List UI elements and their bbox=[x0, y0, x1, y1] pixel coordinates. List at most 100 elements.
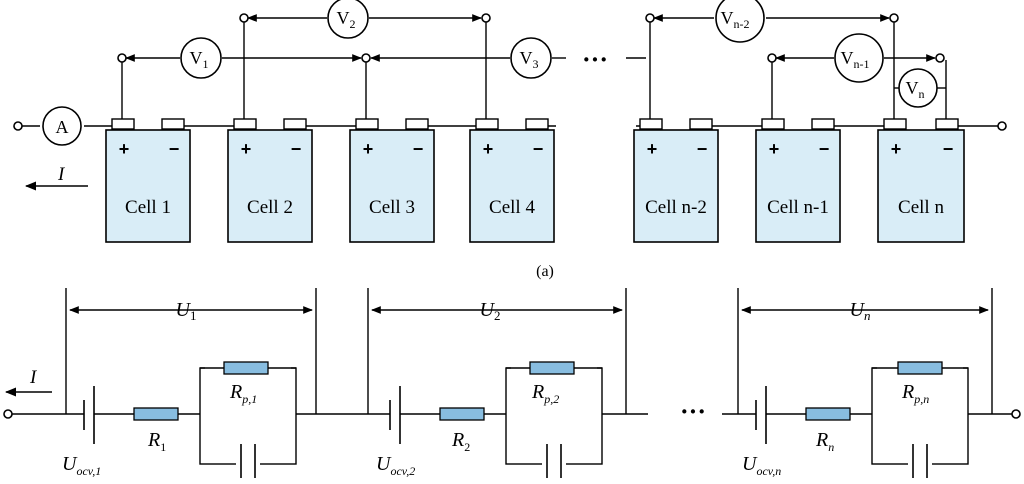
input-terminal bbox=[13, 121, 23, 131]
rpn-symbol: R bbox=[901, 381, 914, 403]
plus-sign: + bbox=[647, 139, 658, 159]
plus-sign: + bbox=[769, 139, 780, 159]
plus-sign: + bbox=[119, 139, 130, 159]
resistor-r2 bbox=[439, 407, 485, 421]
rn-subscript: n bbox=[828, 440, 834, 454]
minus-sign: − bbox=[533, 139, 544, 159]
cell-n: + − Cell n bbox=[877, 118, 965, 243]
voltmeter-vn: Vn bbox=[894, 68, 946, 108]
figure-caption: (a) bbox=[536, 263, 554, 280]
cell-label: Cell n bbox=[898, 197, 944, 218]
svg-text:Un: Un bbox=[850, 299, 871, 323]
plus-sign: + bbox=[241, 139, 252, 159]
svg-text:R2: R2 bbox=[451, 429, 470, 454]
cell-n-2: + − Cell n-2 bbox=[633, 118, 719, 243]
ellipsis-bottom: ··· bbox=[680, 397, 706, 426]
minus-sign: − bbox=[819, 139, 830, 159]
plus-sign: + bbox=[363, 139, 374, 159]
rn-symbol: R bbox=[815, 429, 828, 451]
vn-2-subscript: n-2 bbox=[734, 17, 750, 31]
r1-subscript: 1 bbox=[160, 440, 166, 454]
resistor-rp2 bbox=[529, 361, 575, 375]
svg-text:Rp,2: Rp,2 bbox=[531, 381, 559, 406]
uocvn-symbol: U bbox=[742, 453, 758, 475]
probe-terminal bbox=[767, 53, 777, 63]
svg-text:V1: V1 bbox=[190, 48, 209, 71]
v2-subscript: 2 bbox=[350, 17, 356, 31]
current-label-bottom: I bbox=[29, 367, 38, 388]
svg-text:Uocv,2: Uocv,2 bbox=[376, 453, 415, 478]
resistor-r1 bbox=[133, 407, 179, 421]
cell-n-1: + − Cell n-1 bbox=[755, 118, 841, 243]
cell-label: Cell n-1 bbox=[767, 197, 829, 218]
current-arrow-top: I bbox=[24, 164, 88, 191]
minus-sign: − bbox=[291, 139, 302, 159]
minus-sign: − bbox=[169, 139, 180, 159]
voltmeter-vn-2: Vn-2 bbox=[653, 0, 890, 43]
probe-terminal bbox=[117, 53, 127, 63]
probe-terminal bbox=[361, 53, 371, 63]
vn-subscript: n bbox=[919, 87, 925, 101]
rp2-subscript: p,2 bbox=[543, 392, 559, 406]
output-terminal bbox=[1011, 409, 1021, 419]
probe-terminal bbox=[481, 13, 491, 23]
un-subscript: n bbox=[864, 308, 871, 323]
cell-1: + − Cell 1 bbox=[105, 118, 191, 243]
uocv2-subscript: ocv,2 bbox=[390, 464, 415, 478]
svg-text:Vn-2: Vn-2 bbox=[721, 8, 750, 31]
minus-sign: − bbox=[697, 139, 708, 159]
v2-symbol: V bbox=[337, 8, 350, 28]
v3-subscript: 3 bbox=[533, 57, 539, 71]
svg-text:Vn-1: Vn-1 bbox=[841, 48, 870, 71]
stage-1: U1 Uocv,1 R1 Rp,1 bbox=[62, 288, 390, 478]
svg-text:R1: R1 bbox=[147, 429, 166, 454]
vn-1-subscript: n-1 bbox=[854, 57, 870, 71]
svg-text:Uocv,1: Uocv,1 bbox=[62, 453, 101, 478]
voltmeter-v1: V1 bbox=[125, 37, 362, 79]
plus-sign: + bbox=[483, 139, 494, 159]
probe-terminal bbox=[935, 53, 945, 63]
svg-text:Vn: Vn bbox=[906, 78, 925, 101]
bottom-circuit: I ··· U1 Uocv,1 R1 Rp,1 bbox=[3, 288, 1021, 478]
ammeter-label: A bbox=[56, 117, 69, 137]
r2-symbol: R bbox=[451, 429, 464, 451]
probe-terminal bbox=[645, 13, 655, 23]
voltmeter-v2: V2 bbox=[247, 0, 482, 39]
uocv1-subscript: ocv,1 bbox=[76, 464, 101, 478]
svg-text:V3: V3 bbox=[520, 48, 539, 71]
v1-symbol: V bbox=[190, 48, 203, 68]
cell-4: + − Cell 4 bbox=[469, 118, 555, 243]
svg-text:Uocv,n: Uocv,n bbox=[742, 453, 781, 478]
vn-symbol: V bbox=[906, 78, 919, 98]
current-arrow-bottom: I bbox=[4, 367, 52, 397]
cell-label: Cell 1 bbox=[125, 197, 171, 218]
probe-terminal bbox=[889, 13, 899, 23]
stage-n: Un Uocv,n Rn Rp,n bbox=[722, 288, 1021, 478]
cell-2: + − Cell 2 bbox=[227, 118, 313, 243]
stage-2: U2 Uocv,2 R2 Rp,2 bbox=[367, 288, 648, 478]
uocv2-symbol: U bbox=[376, 453, 392, 475]
u2-subscript: 2 bbox=[494, 308, 501, 323]
cell-label: Cell 4 bbox=[489, 197, 535, 218]
rp1-symbol: R bbox=[229, 381, 242, 403]
uocv1-symbol: U bbox=[62, 453, 78, 475]
rp2-symbol: R bbox=[531, 381, 544, 403]
r1-symbol: R bbox=[147, 429, 160, 451]
rpn-subscript: p,n bbox=[913, 392, 929, 406]
cell-label: Cell 2 bbox=[247, 197, 293, 218]
top-circuit: A I + − Cell 1 + − Cell 2 + bbox=[13, 0, 1007, 280]
cell-label: Cell n-2 bbox=[645, 197, 707, 218]
un-symbol: U bbox=[850, 299, 866, 321]
v1-subscript: 1 bbox=[203, 57, 209, 71]
voltmeter-v3: V3 bbox=[370, 37, 646, 79]
cell-3: + − Cell 3 bbox=[349, 118, 435, 243]
svg-text:V2: V2 bbox=[337, 8, 356, 31]
current-label-top: I bbox=[57, 164, 66, 185]
vn-1-symbol: V bbox=[841, 48, 854, 68]
r2-subscript: 2 bbox=[464, 440, 470, 454]
vn-2-symbol: V bbox=[721, 8, 734, 28]
u2-symbol: U bbox=[480, 299, 496, 321]
u1-symbol: U bbox=[176, 299, 192, 321]
uocvn-subscript: ocv,n bbox=[756, 464, 781, 478]
